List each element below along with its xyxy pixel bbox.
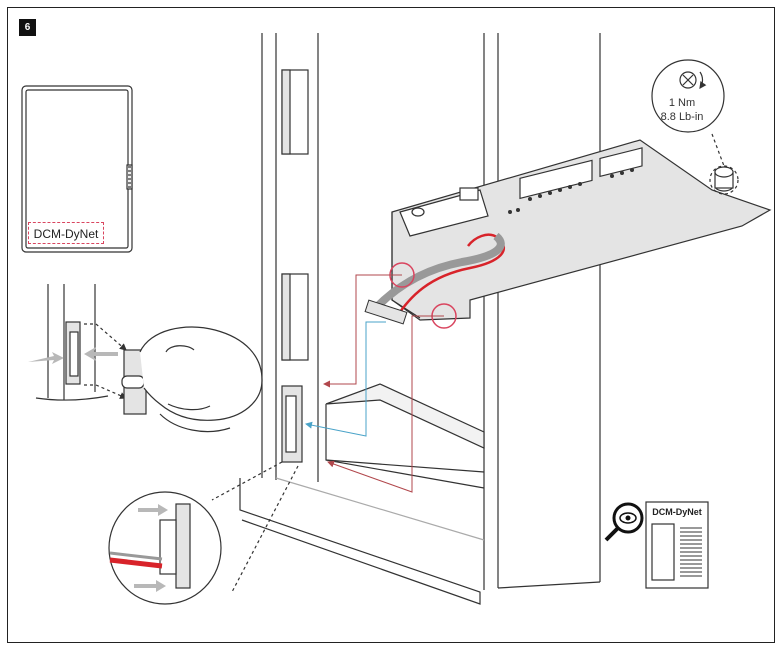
reference-document [645,501,709,589]
torque-lbin: 8.8 Lb-in [660,111,704,123]
connector-detail [28,284,263,433]
guide-lines [305,274,444,493]
diagram-frame [7,7,775,643]
dcm-dynet-module [391,133,772,321]
torque-callout [651,59,725,133]
zoom-detail [108,461,299,605]
module-label: DCM-DyNet [28,222,104,244]
enclosure-overview [21,85,133,253]
reference-doc-title: DCM-DyNet [652,507,702,517]
ribbon-cable [364,232,505,325]
rotate-arrow-icon [699,71,707,89]
torque-label: 1 Nm 8.8 Lb-in [650,96,714,124]
magnifier-eye-icon [604,502,644,542]
step-number: 6 [19,19,36,36]
torque-nm: 1 Nm [668,97,696,109]
